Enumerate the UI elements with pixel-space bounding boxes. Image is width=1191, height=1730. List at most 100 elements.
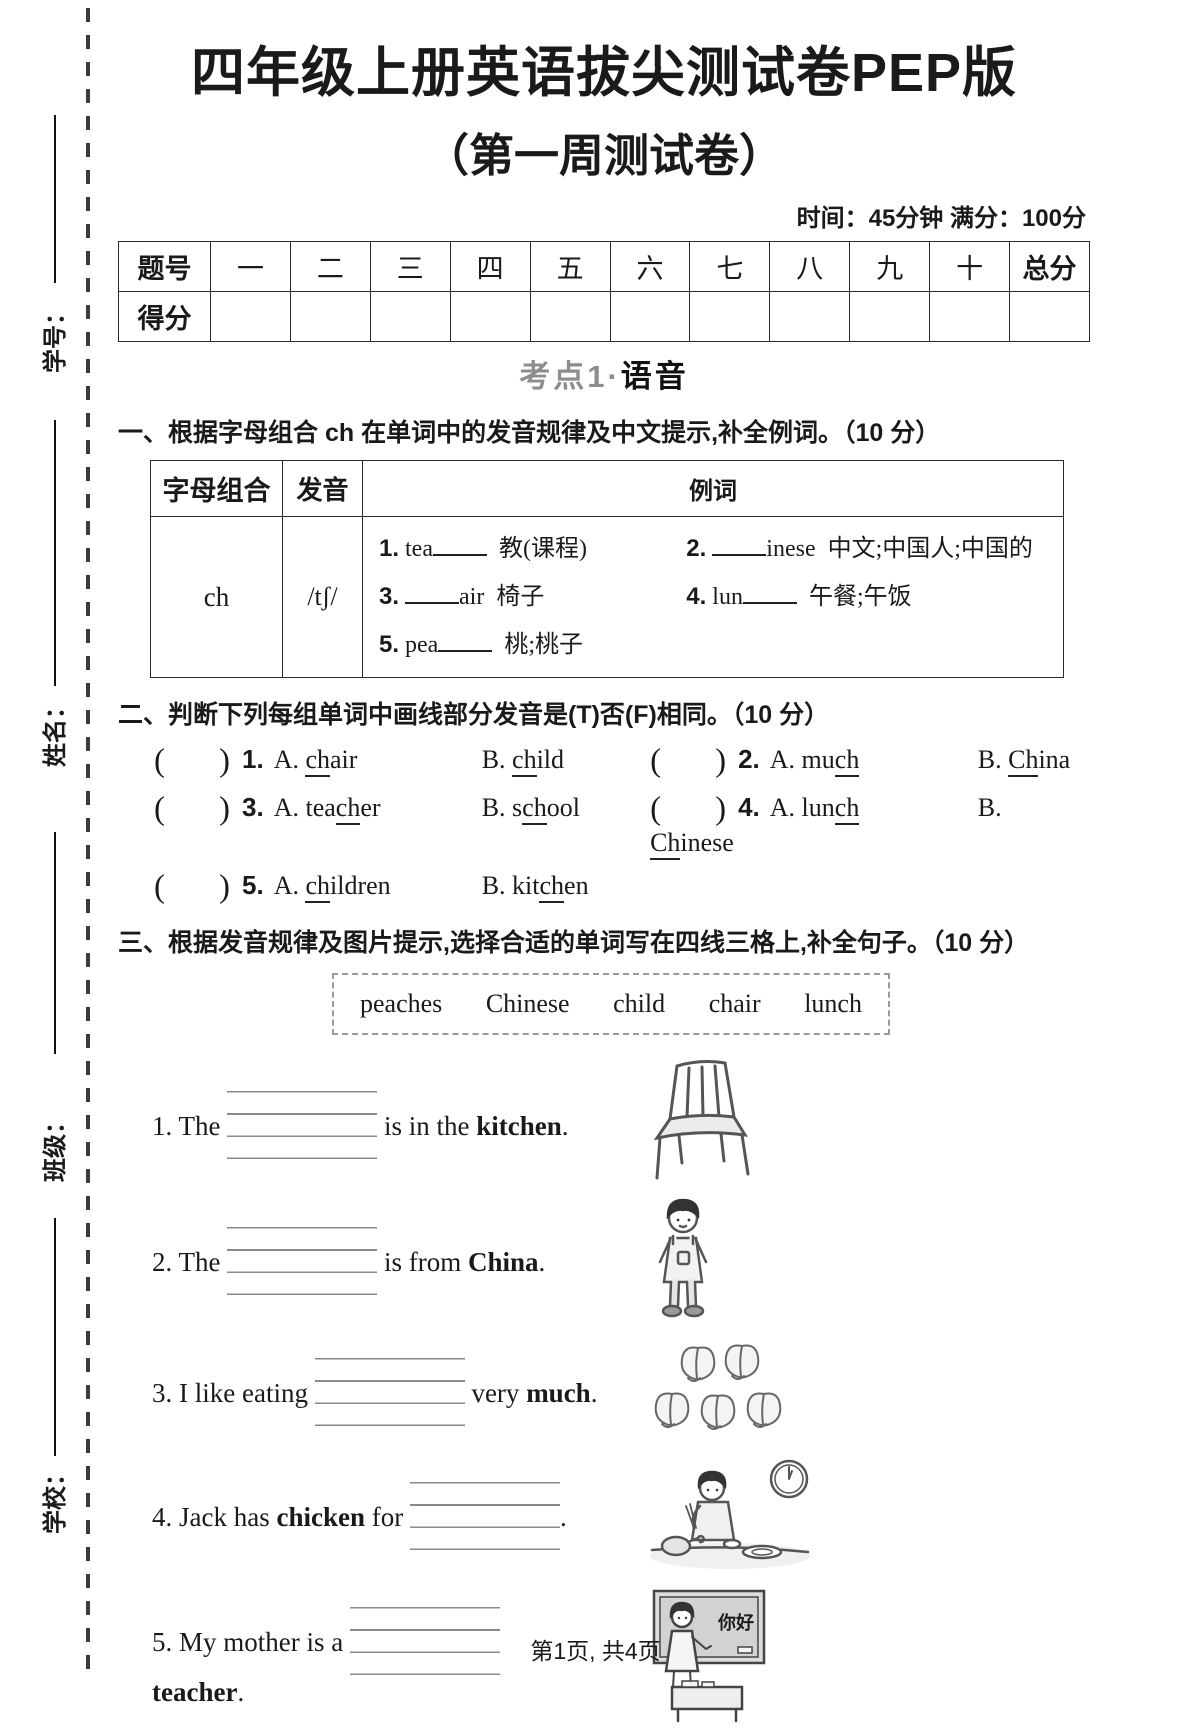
sentence-text: 2. The is from China.: [152, 1226, 598, 1295]
example-number: 3.: [379, 583, 400, 610]
sentence-text: 3. I like eating very much.: [152, 1357, 598, 1426]
phonics-table-header-row: 字母组合 发音 例词: [150, 460, 1064, 517]
underlined-letters: ch: [305, 871, 331, 903]
question2-heading: 二、判断下列每组单词中画线部分发音是(T)否(F)相同。（10 分）: [118, 701, 830, 729]
example-number: 2.: [686, 535, 707, 562]
col-pronunciation: 发音: [282, 460, 363, 517]
col-example-words: 例词: [362, 460, 1064, 517]
student-id-writing-line: [54, 115, 56, 283]
underlined-letters: ch: [305, 745, 331, 777]
writing-lines-blank: [349, 1606, 500, 1675]
school-writing-line: [54, 1218, 56, 1456]
answer-bracket-open: (: [154, 791, 165, 827]
score-header-cell: 五: [529, 241, 611, 292]
writing-lines-blank: [227, 1226, 378, 1295]
boy-eating-image: [650, 1459, 810, 1569]
underlined-letters: Ch: [650, 828, 681, 860]
q2-word: much: [802, 745, 860, 777]
sentence-text: 1. The is in the kitchen.: [152, 1090, 598, 1159]
time-score-info: 时间：45分钟 满分：100分: [796, 205, 1086, 232]
underlined-letters: ch: [539, 871, 565, 903]
score-header-cell: 七: [689, 241, 771, 292]
underlined-letters: ch: [834, 745, 860, 777]
binding-dashed-line: [86, 8, 90, 1676]
writing-lines-blank: [409, 1481, 560, 1550]
example-number: 1.: [379, 535, 400, 562]
sentence-row: 2. The is from China.: [118, 1194, 1090, 1327]
answer-bracket-open: (: [154, 743, 165, 779]
chinese-hint: 教(课程): [499, 536, 587, 562]
option-b: B. Chinese: [650, 793, 1002, 860]
score-empty-cell: [210, 291, 291, 342]
score-empty-cell: [369, 291, 451, 342]
option-a: A. children: [274, 871, 482, 903]
answer-bracket-close: ): [219, 791, 230, 827]
paper-title: 四年级上册英语拔尖测试卷PEP版: [190, 43, 1018, 103]
score-empty-cell: [289, 291, 371, 342]
sentence-list: 1. The is in the kitchen. 2. The is from …: [118, 1059, 1090, 1730]
sentence-row: 4. Jack has chicken for .: [118, 1454, 1090, 1577]
word-bank-item: child: [613, 989, 666, 1018]
word-bank-item: lunch: [804, 989, 862, 1018]
name-writing-line: [54, 420, 56, 686]
sentence-text: 4. Jack has chicken for .: [152, 1481, 598, 1550]
q2-word: child: [512, 745, 564, 777]
chinese-hint: 桃;桃子: [504, 632, 583, 658]
q2-word: school: [512, 793, 580, 825]
section-heading: 考点1·语音: [118, 351, 1090, 396]
score-empty-cell: [769, 291, 851, 342]
bold-key-word: kitchen: [476, 1110, 562, 1141]
underlined-letters: ch: [522, 793, 547, 825]
answer-bracket-open: (: [154, 869, 165, 905]
fill-in-blank: [742, 600, 797, 604]
q2-word: China: [1008, 745, 1070, 777]
writing-lines-blank: [314, 1357, 465, 1426]
sentence-illustration: [646, 1341, 794, 1442]
col-letter-combo: 字母组合: [150, 460, 283, 517]
chinese-hint: 椅子: [496, 584, 545, 610]
section-title: 语音: [620, 359, 689, 394]
score-empty-cell: [929, 291, 1011, 342]
q2-item-number: 1.: [242, 744, 264, 774]
section-number: 考点1·: [519, 359, 621, 394]
chinese-hint: 中文;中国人;中国的: [827, 536, 1033, 562]
page-number: 第1页, 共4页: [530, 1638, 661, 1664]
fill-in-blank: [712, 552, 767, 556]
q2-word: lunch: [802, 793, 860, 825]
score-empty-cell: [609, 291, 691, 342]
score-header-cell: 二: [289, 241, 371, 292]
sentence-row: 1. The is in the kitchen.: [118, 1059, 1090, 1190]
option-b: B. child: [482, 745, 564, 777]
q2-word: Chinese: [650, 828, 734, 860]
student-id-label: 学号：: [42, 301, 69, 373]
fill-in-blank: [433, 552, 487, 556]
score-table: 题号一二三四五六七八九十总分 得分: [118, 241, 1090, 342]
sentence-row: 3. I like eating very much.: [118, 1341, 1090, 1442]
score-empty-cell: [1009, 291, 1090, 342]
option-b: B. school: [482, 793, 580, 825]
question3-heading: 三、根据发音规律及图片提示,选择合适的单词写在四线三格上,补全句子。（10 分）: [118, 929, 1030, 957]
blackboard-text: 你好: [717, 1612, 754, 1633]
underlined-letters: ch: [335, 793, 361, 825]
q2-word: kitchen: [512, 871, 589, 903]
school-label: 学校：: [42, 1462, 69, 1534]
answer-bracket-close: ): [219, 743, 230, 779]
letter-combo-value: ch: [150, 516, 283, 678]
paper-subtitle: （第一周测试卷）: [423, 130, 784, 181]
question1-heading: 一、根据字母组合 ch 在单词中的发音规律及中文提示,补全例词。（10 分）: [118, 419, 941, 447]
q2-word: chair: [305, 745, 357, 777]
score-header-cell: 一: [210, 241, 291, 292]
q2-word: children: [305, 871, 391, 903]
